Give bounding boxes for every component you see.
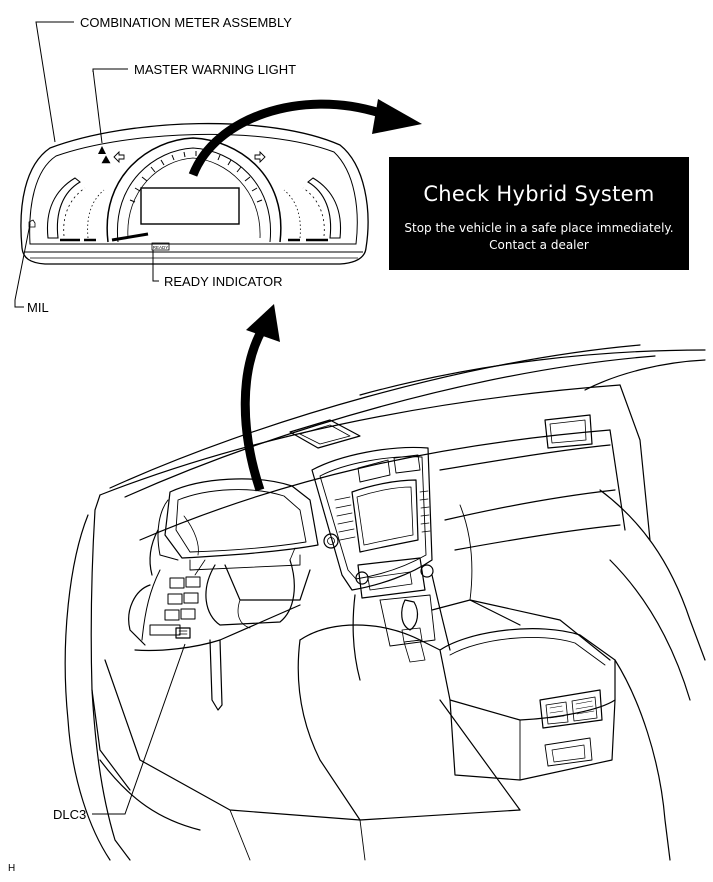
master-warning-icon xyxy=(101,155,111,164)
master-warning-leader xyxy=(92,68,128,72)
combination-meter-drawing xyxy=(20,122,369,265)
ready-badge-text: READY xyxy=(153,245,169,250)
speedo-outer-arch xyxy=(106,137,282,243)
leader-lines xyxy=(14,21,186,815)
dlc3-connector xyxy=(175,627,191,639)
message-title: Check Hybrid System xyxy=(423,182,655,206)
arrow-meter-to-message-head xyxy=(372,99,422,134)
right-turn-signal-icon xyxy=(254,150,266,164)
left-switch-panel xyxy=(141,569,201,641)
ready-indicator-badge xyxy=(151,242,170,251)
dlc3-label: DLC3 xyxy=(53,807,87,822)
message-line-1: Stop the vehicle in a safe place immedia… xyxy=(404,221,674,235)
master-warning-arrowhead xyxy=(98,146,106,154)
meter-inner-face xyxy=(29,133,358,245)
arrow-dash-to-meter-head xyxy=(246,304,280,342)
right-gauge-arc xyxy=(307,177,342,239)
mil-leader xyxy=(14,223,31,308)
dashboard-drawing xyxy=(64,344,706,861)
ready-indicator-leader xyxy=(152,250,159,282)
dash-cluster-hood xyxy=(164,478,319,559)
mil-icon xyxy=(28,219,36,228)
left-gauge-arc xyxy=(46,177,81,239)
check-hybrid-system-message: Check Hybrid System Stop the vehicle in … xyxy=(389,157,689,270)
master-warning-label: MASTER WARNING LIGHT xyxy=(134,62,297,77)
message-body: Stop the vehicle in a safe place immedia… xyxy=(389,220,689,254)
center-stack-drawing xyxy=(311,446,451,681)
left-turn-signal-icon xyxy=(113,150,125,164)
shift-lever xyxy=(401,599,419,631)
master-warning-leader-shaft xyxy=(92,69,103,144)
meter-center-display xyxy=(140,187,240,225)
mil-label: MIL xyxy=(27,300,49,315)
message-line-2: Contact a dealer xyxy=(489,238,589,252)
center-nav-screen xyxy=(351,479,419,553)
meter-outer-housing xyxy=(20,122,369,265)
corner-mark: H xyxy=(8,863,16,874)
rear-console-drawing xyxy=(439,628,616,781)
arrow-meter-to-message xyxy=(188,99,382,177)
combination-meter-label: COMBINATION METER ASSEMBLY xyxy=(80,15,292,30)
curved-arrows xyxy=(188,99,422,492)
arrow-dash-to-meter xyxy=(240,327,266,492)
ready-indicator-label: READY INDICATOR xyxy=(164,274,283,289)
dlc3-leader xyxy=(92,643,186,815)
combination-meter-leader xyxy=(35,21,74,143)
